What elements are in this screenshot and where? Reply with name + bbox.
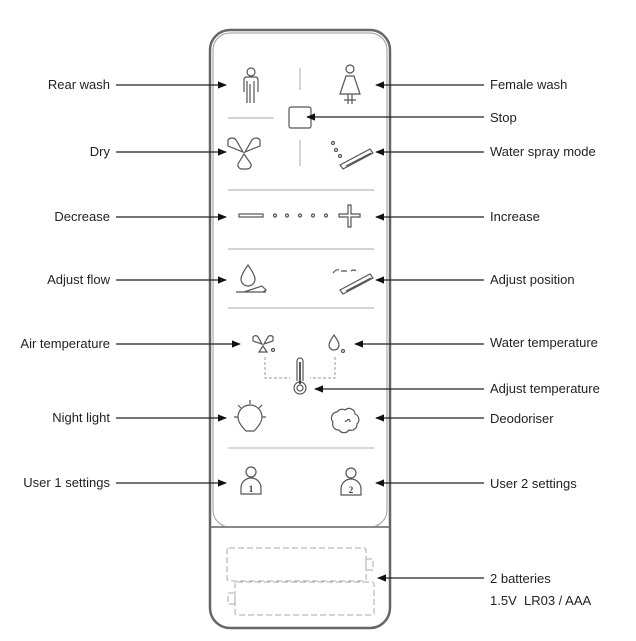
female-wash-icon xyxy=(339,64,361,104)
nozzle-position-icon xyxy=(332,269,374,295)
label-female-wash: Female wash xyxy=(490,77,567,92)
callout-arrows xyxy=(116,81,484,582)
rear-wash-icon xyxy=(243,67,259,103)
label-user2-settings: User 2 settings xyxy=(490,476,577,491)
water-drop-temperature-icon xyxy=(328,333,346,354)
deodoriser-flower-icon xyxy=(330,407,360,434)
label-dry: Dry xyxy=(90,144,111,159)
label-deodoriser: Deodoriser xyxy=(490,411,554,426)
label-battery-type: 1.5V LR03 / AAA xyxy=(490,593,592,608)
label-air-temperature: Air temperature xyxy=(20,336,110,351)
label-adjust-temperature: Adjust temperature xyxy=(490,381,600,396)
plus-icon xyxy=(338,204,361,228)
label-water-spray-mode: Water spray mode xyxy=(490,144,596,159)
label-rear-wash: Rear wash xyxy=(48,77,110,92)
label-user1-settings: User 1 settings xyxy=(23,475,110,490)
battery-terminal xyxy=(365,558,374,571)
user1-icon xyxy=(240,466,262,495)
label-increase: Increase xyxy=(490,209,540,224)
spray-nozzle-icon xyxy=(330,140,374,170)
adjust-temperature-button[interactable] xyxy=(293,357,307,395)
night-light-button[interactable] xyxy=(234,400,266,432)
water-spray-mode-button[interactable] xyxy=(330,140,374,170)
adjust-position-button[interactable] xyxy=(332,269,374,295)
water-drop-flow-icon xyxy=(236,263,267,293)
battery-icon xyxy=(226,547,367,582)
label-batteries: 2 batteries xyxy=(490,571,551,586)
fan-icon xyxy=(227,137,261,170)
label-stop: Stop xyxy=(490,110,517,125)
label-water-temperature: Water temperature xyxy=(490,335,598,350)
user2-icon xyxy=(340,467,362,496)
label-adjust-position: Adjust position xyxy=(490,272,575,287)
dry-button[interactable] xyxy=(227,137,261,170)
user2-settings-button[interactable]: 2 xyxy=(340,467,362,496)
minus-icon xyxy=(238,213,264,218)
decrease-button[interactable] xyxy=(238,213,264,218)
user1-number: 1 xyxy=(249,484,254,494)
user1-settings-button[interactable]: 1 xyxy=(240,466,262,495)
label-night-light: Night light xyxy=(52,410,110,425)
battery-compartment xyxy=(226,547,375,616)
user2-number: 2 xyxy=(349,485,354,495)
thermometer-icon xyxy=(293,357,307,395)
level-indicator xyxy=(272,213,329,218)
fan-temperature-icon xyxy=(252,335,276,353)
temperature-link-lines xyxy=(264,357,336,379)
rear-wash-button[interactable] xyxy=(243,67,259,103)
panel-dividers xyxy=(228,68,374,449)
light-bulb-icon xyxy=(234,400,266,432)
label-adjust-flow: Adjust flow xyxy=(47,272,110,287)
air-temperature-button[interactable] xyxy=(252,335,276,353)
adjust-flow-button[interactable] xyxy=(236,263,267,293)
label-decrease: Decrease xyxy=(54,209,110,224)
remote-body xyxy=(208,28,392,630)
increase-button[interactable] xyxy=(338,204,361,228)
deodoriser-button[interactable] xyxy=(330,407,360,434)
water-temperature-button[interactable] xyxy=(328,333,346,354)
battery-icon xyxy=(234,581,375,616)
battery-terminal xyxy=(227,592,236,605)
female-wash-button[interactable] xyxy=(339,64,361,104)
